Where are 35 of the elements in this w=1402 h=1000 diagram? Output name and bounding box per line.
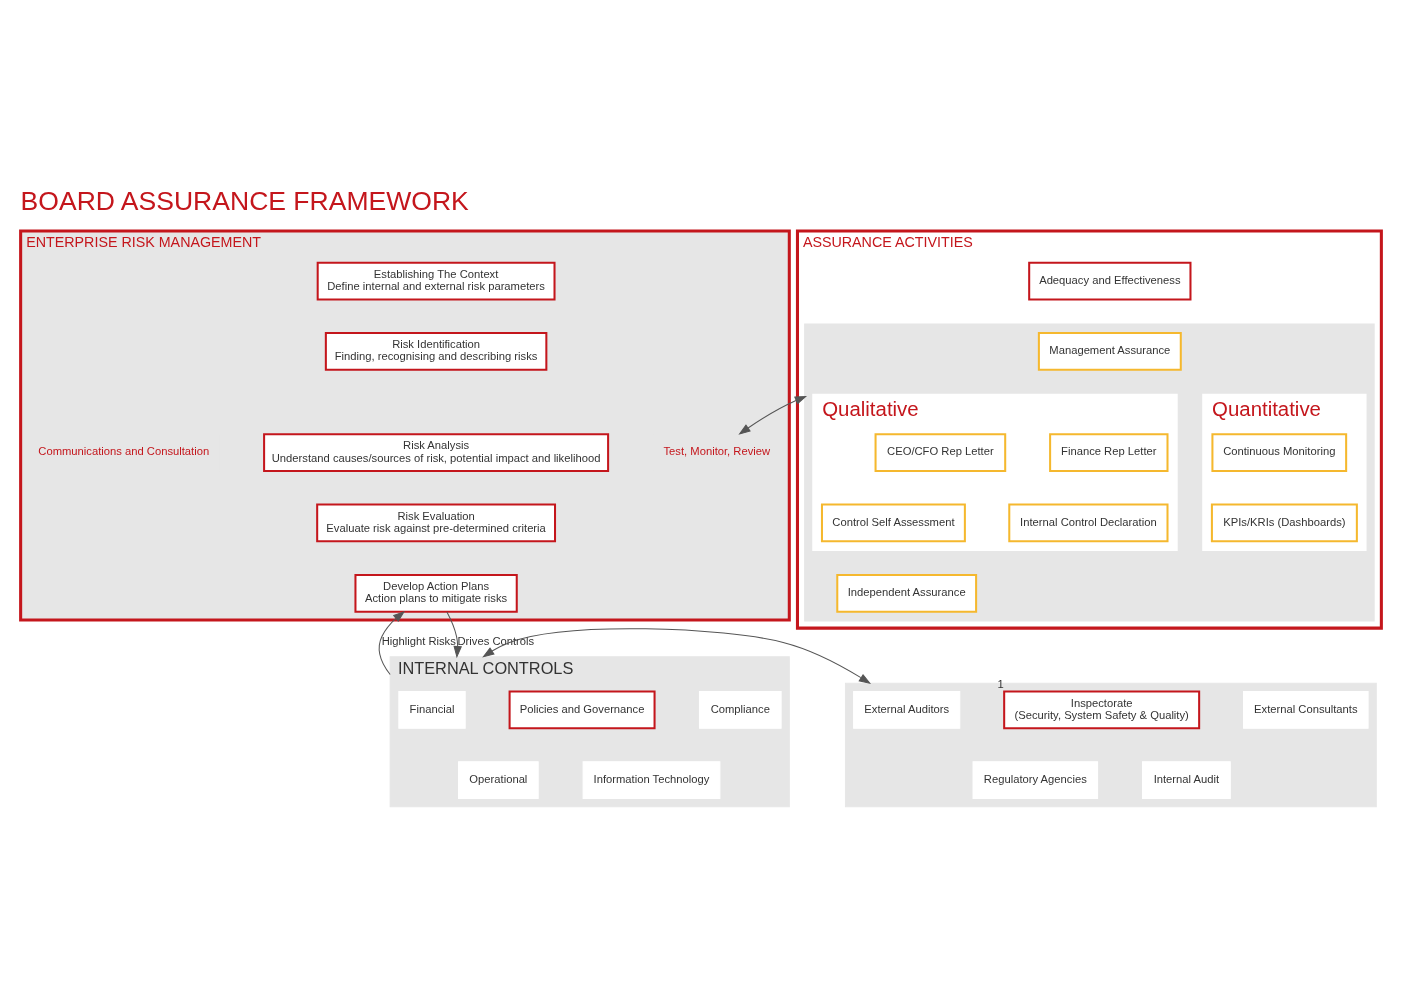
node-box: CEO/CFO Rep Letter [874,433,1007,472]
node-box: Adequacy and Effectiveness [1028,261,1192,301]
arrow [738,395,808,435]
node-box: Establishing The Context Define internal and external risk parameters [316,261,556,301]
node-box: Risk Identification Finding, recognising and describing risks [324,332,548,371]
node-box: KPIs/KRIs (Dashboards) [1210,503,1358,543]
node-box: Inspectorate (Security, System Safety & Quality) [1003,690,1201,730]
diagram-title: BOARD ASSURANCE FRAMEWORK [20,186,469,217]
node-box: Continuous Monitoring [1211,433,1348,472]
arrow [378,610,406,676]
cluster [844,682,1377,808]
node-label: 1 [997,678,1004,691]
node-box: Risk Evaluation Evaluate risk against pre-determined criteria [316,503,557,543]
arrow [482,628,872,685]
node-box: Develop Action Plans Action plans to mitigate risks [354,574,518,613]
node-box: Independent Assurance [836,574,978,613]
node-box: Internal Audit [1142,761,1231,800]
arrow [446,611,462,659]
node-box: Control Self Assessment [820,503,966,543]
node-box: Information Technology [582,761,721,800]
node-box: Internal Control Declaration [1008,503,1169,543]
node-text: Test, Monitor, Review [663,445,771,458]
node-box: Financial [398,690,466,729]
node-box: Risk Analysis Understand causes/sources of risk, potential impact and likelihood [263,433,610,472]
node-text: Communications and Consultation [38,445,210,458]
cluster [804,323,1375,622]
node-box: External Auditors [853,690,961,729]
node-box: Operational [458,761,539,800]
node-box: Compliance [698,690,782,729]
node-box: Finance Rep Letter [1049,433,1169,472]
node-box: Policies and Governance [508,690,656,730]
node-box: Management Assurance [1037,332,1182,371]
node-box: External Consultants [1243,690,1369,729]
edge-label: Highlight Risks [381,635,456,648]
node-box: Regulatory Agencies [972,761,1099,800]
